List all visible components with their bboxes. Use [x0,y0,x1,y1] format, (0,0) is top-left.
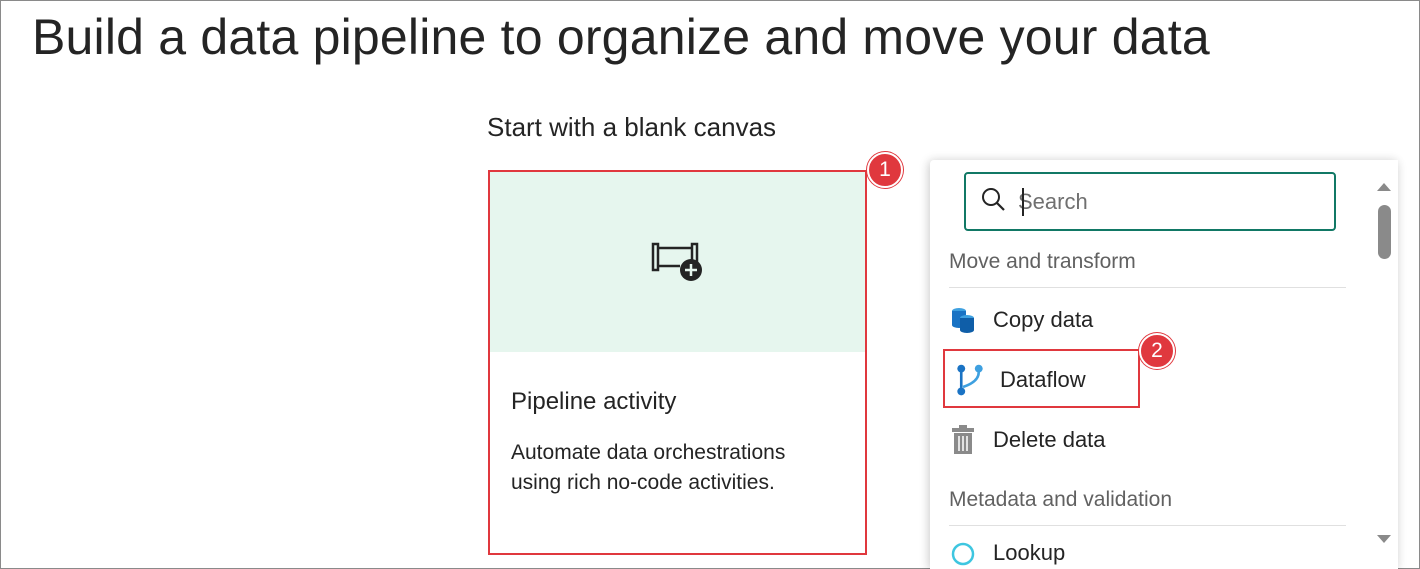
card-banner [490,172,865,352]
card-description: Automate data orchestrations using rich … [511,441,786,494]
group-label-metadata-validation: Metadata and validation [949,488,1172,511]
scrollbar-thumb[interactable] [1378,205,1391,259]
menu-item-label: Copy data [993,307,1094,332]
search-icon [980,186,1006,217]
dataflow-highlight-box [943,349,1140,408]
menu-item-label: Delete data [993,427,1106,452]
menu-item-label: Lookup [993,540,1066,565]
annotation-badge-2: 2 [1139,333,1175,369]
scroll-up-arrow-icon[interactable] [1377,183,1391,191]
pipeline-activity-card[interactable]: Pipeline activity Automate data orchestr… [488,170,867,555]
menu-item-copy-data[interactable]: Copy data [949,294,1093,346]
section-title: Start with a blank canvas [487,112,777,142]
menu-item-dataflow[interactable]: Dataflow [956,354,1086,406]
divider [949,287,1346,288]
group-label-move-transform: Move and transform [949,250,1136,273]
text-caret [1022,188,1024,216]
menu-item-lookup[interactable]: Lookup [949,532,1065,569]
annotation-badge-1: 1 [867,152,903,188]
scroll-down-arrow-icon[interactable] [1377,535,1391,543]
menu-item-label: Dataflow [1000,367,1086,392]
dataflow-icon [956,364,984,396]
pipeline-add-icon [650,236,706,289]
menu-item-delete-data[interactable]: Delete data [949,414,1106,466]
search-box[interactable] [964,172,1336,231]
lookup-icon [949,540,977,568]
search-input[interactable] [1018,188,1318,215]
card-title: Pipeline activity [511,388,677,415]
trash-icon [949,425,977,454]
copy-data-icon [949,306,977,334]
divider [949,525,1346,526]
page-title: Build a data pipeline to organize and mo… [32,9,1210,65]
